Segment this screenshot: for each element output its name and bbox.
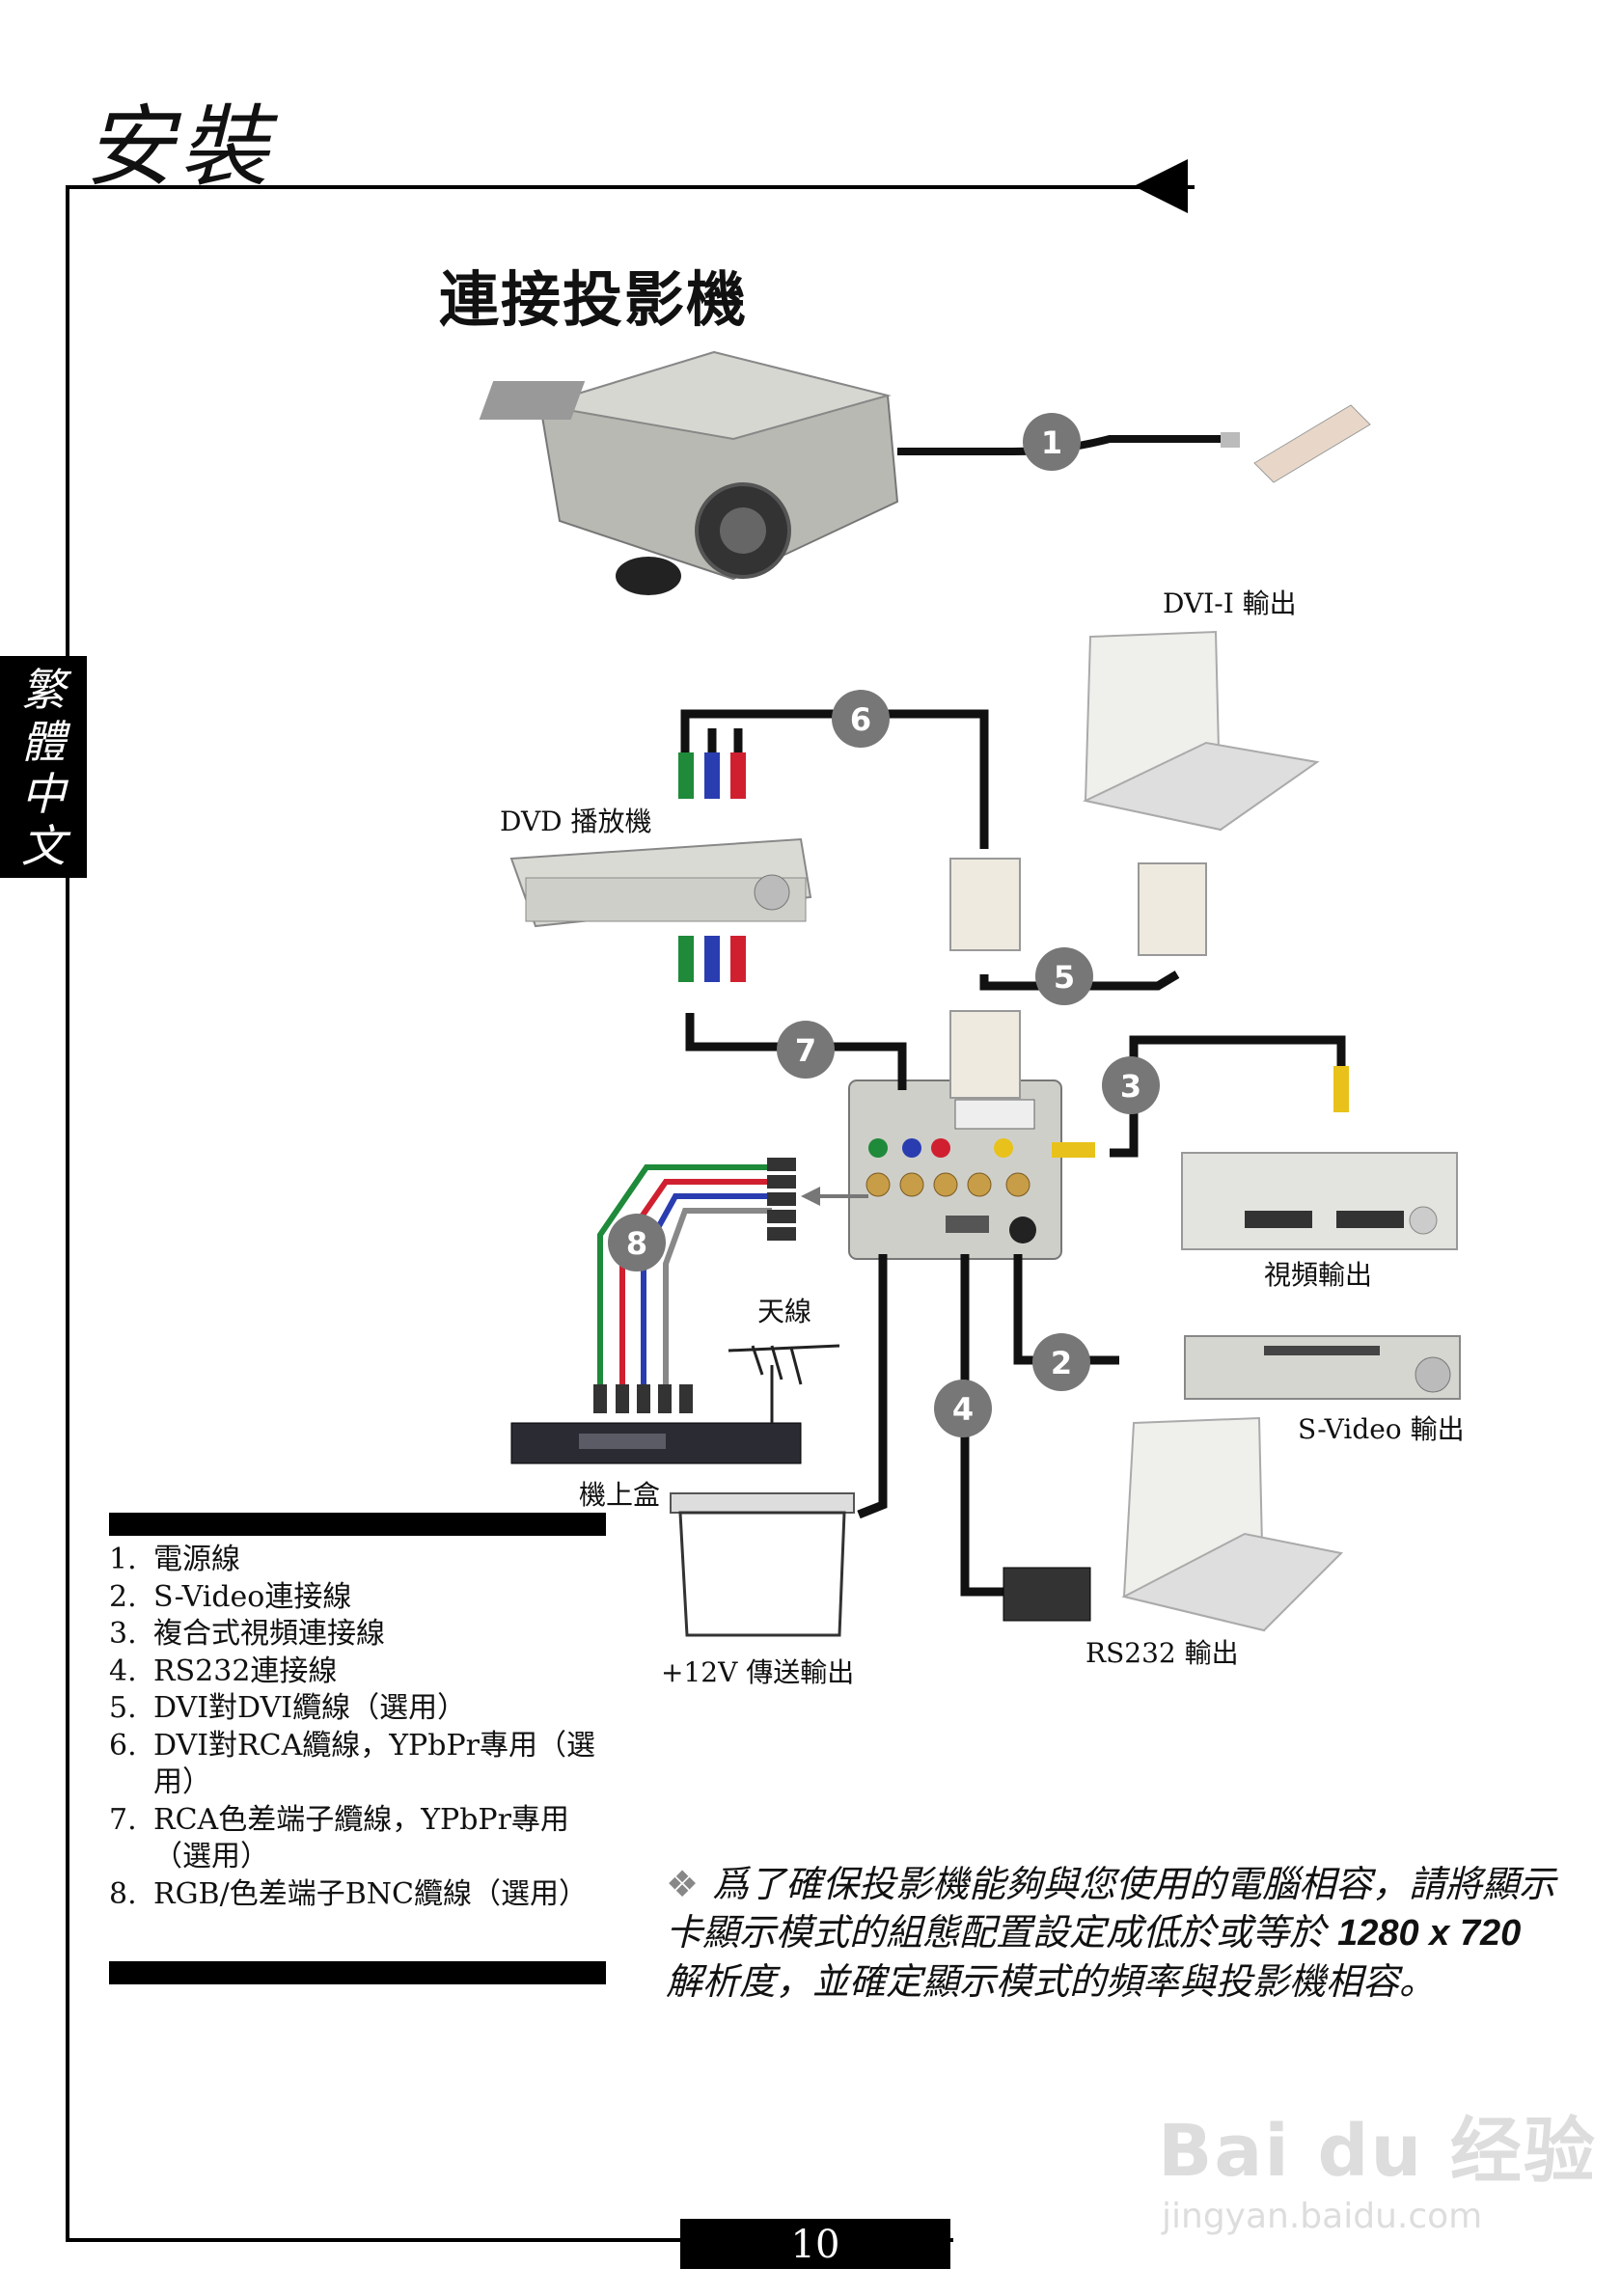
label-dvd-player: DVD 播放機: [500, 801, 652, 839]
legend-item-number: 7.: [109, 1802, 153, 1876]
callout-number: 6: [850, 701, 871, 738]
legend-item-text: DVI對RCA纜線，YPbPr專用（選用）: [153, 1728, 611, 1802]
laptop-rs232-illustration: [1124, 1418, 1341, 1630]
callout-number: 2: [1051, 1345, 1072, 1381]
note-resolution: 1280 x 720: [1337, 1913, 1521, 1954]
legend-item-number: 1.: [109, 1542, 153, 1579]
legend-item-number: 6.: [109, 1728, 153, 1802]
bnc-colored-cables: [600, 1167, 772, 1394]
legend-bottom-bar: [109, 1961, 606, 1984]
legend-item: 1.電源線: [109, 1542, 611, 1579]
projector-illustration: [480, 352, 897, 595]
legend-item: 6.DVI對RCA纜線，YPbPr專用（選用）: [109, 1728, 611, 1802]
label-antenna: 天線: [757, 1291, 811, 1329]
legend-item-text: 電源線: [153, 1542, 611, 1579]
callout-6: 6: [832, 690, 890, 748]
label-svideo-output: S-Video 輸出: [1298, 1408, 1465, 1447]
antenna-icon: [728, 1346, 839, 1423]
callout-2: 2: [1032, 1333, 1090, 1391]
callout-number: 4: [952, 1391, 974, 1428]
dvd-player-illustration: [511, 839, 810, 926]
legend-item: 3.複合式視頻連接線: [109, 1616, 611, 1654]
watermark-url: jingyan.baidu.com: [1162, 2197, 1597, 2236]
legend-item: 4.RS232連接線: [109, 1654, 611, 1691]
legend-item-text: DVI對DVI纜線（選用）: [153, 1690, 611, 1728]
watermark-main: Bai du 经验: [1158, 2093, 1597, 2197]
callout-1: 1: [1023, 413, 1081, 471]
callout-3: 3: [1102, 1056, 1160, 1114]
callout-8: 8: [608, 1214, 666, 1271]
vcr-illustration: [1182, 1153, 1457, 1249]
laptop-dvi-illustration: [1085, 632, 1317, 830]
legend-item-number: 3.: [109, 1616, 153, 1654]
legend-item-text: RS232連接線: [153, 1654, 611, 1691]
page-number: 10: [680, 2219, 950, 2269]
callout-number: 1: [1041, 424, 1062, 461]
callout-number: 7: [795, 1032, 816, 1069]
legend-item-number: 5.: [109, 1690, 153, 1728]
cable-legend: 1.電源線 2.S-Video連接線 3.複合式視頻連接線 4.RS232連接線…: [109, 1542, 611, 1913]
legend-item-text: S-Video連接線: [153, 1579, 611, 1617]
legend-item-text: RCA色差端子纜線，YPbPr專用（選用）: [153, 1802, 611, 1876]
legend-top-bar: [109, 1513, 606, 1536]
callout-number: 5: [1054, 959, 1075, 996]
baidu-watermark: Bai du 经验 jingyan.baidu.com: [1158, 2093, 1597, 2236]
legend-item-text: RGB/色差端子BNC纜線（選用）: [153, 1876, 611, 1914]
label-dvi-output: DVI-I 輸出: [1163, 583, 1297, 621]
diamond-bullet-icon: ❖: [666, 1863, 699, 1905]
label-rs232-output: RS232 輸出: [1085, 1632, 1239, 1671]
connector-panel: [849, 1080, 1061, 1259]
resolution-note: ❖爲了確保投影機能夠與您使用的電腦相容，請將顯示卡顯示模式的組態配置設定成低於或…: [666, 1860, 1558, 2006]
callout-number: 3: [1120, 1068, 1141, 1105]
projection-screen-illustration: [671, 1493, 854, 1635]
label-video-output: 視頻輸出: [1264, 1254, 1372, 1293]
legend-item-text: 複合式視頻連接線: [153, 1616, 611, 1654]
rs232-connector-icon: [1003, 1568, 1090, 1621]
callout-7: 7: [777, 1021, 835, 1079]
note-text-after: 解析度，並確定顯示模式的頻率與投影機相容。: [666, 1960, 1436, 2003]
callout-4: 4: [934, 1380, 992, 1437]
legend-item: 8.RGB/色差端子BNC纜線（選用）: [109, 1876, 611, 1914]
legend-item: 2.S-Video連接線: [109, 1579, 611, 1617]
power-strip-illustration: [1221, 405, 1370, 482]
legend-item-number: 4.: [109, 1654, 153, 1691]
label-set-top-box: 機上盒: [579, 1474, 660, 1513]
legend-item-number: 8.: [109, 1876, 153, 1914]
callout-number: 8: [626, 1225, 647, 1262]
legend-item: 7.RCA色差端子纜線，YPbPr專用（選用）: [109, 1802, 611, 1876]
callout-5: 5: [1035, 947, 1093, 1005]
legend-item-number: 2.: [109, 1579, 153, 1617]
svideo-dvd-illustration: [1185, 1336, 1460, 1399]
legend-item: 5.DVI對DVI纜線（選用）: [109, 1690, 611, 1728]
label-12v-trigger: +12V 傳送輸出: [661, 1652, 854, 1690]
set-top-box-illustration: [511, 1423, 801, 1463]
